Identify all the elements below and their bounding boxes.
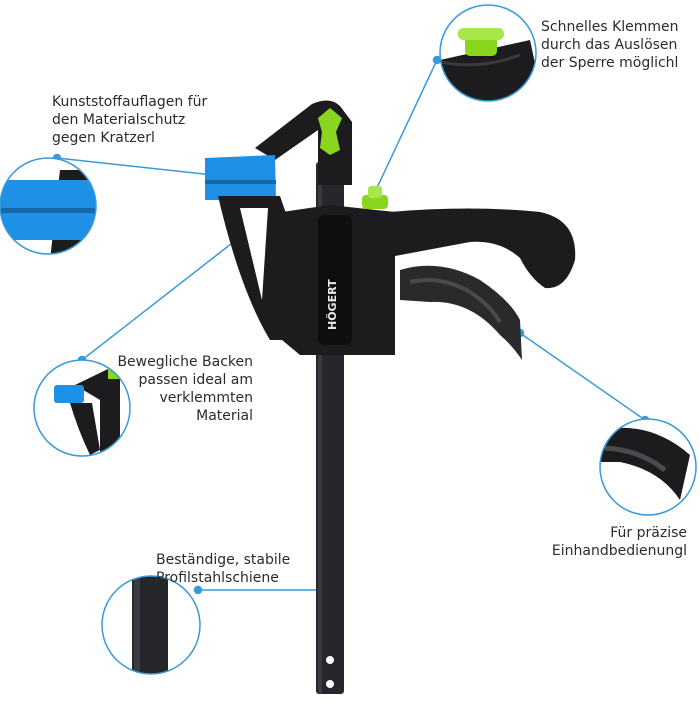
callout-steel-rail: Beständige, stabile Profilstahlschiene [156, 551, 290, 587]
trigger [400, 265, 522, 360]
handle [390, 208, 576, 289]
quick-release-line [374, 59, 438, 193]
callout-line: Bewegliche Backen [117, 354, 253, 370]
callout-plastic-pads: Kunststoffauflagen für den Materialschut… [52, 93, 207, 147]
blue-pad [205, 155, 276, 200]
jaw-pad-zoom-icon [0, 157, 97, 255]
brand-logo: HÖGERT [325, 279, 339, 330]
callout-line: Material [196, 408, 253, 424]
callout-line: Für präzise [610, 525, 687, 541]
callout-line: Kunststoffauflagen für [52, 94, 208, 110]
pads-line [56, 157, 214, 176]
trigger-zoom-icon [599, 418, 697, 516]
brand-plate [318, 215, 352, 345]
callout-line: der Sperre möglichl [541, 55, 679, 71]
quick-release-zoom-icon [439, 4, 537, 102]
callout-line: Schnelles Klemmen [541, 19, 679, 35]
wing-knob [318, 108, 342, 155]
trigger-line [519, 332, 646, 421]
callout-one-hand: Für präzise Einhandbedienungl [525, 524, 687, 560]
callout-quick-release: Schnelles Klemmen durch das Auslösen der… [541, 18, 679, 72]
callout-line: den Materialschutz [52, 112, 186, 128]
movable-jaw-zoom-icon [33, 359, 131, 457]
rail-zoom-icon [101, 575, 201, 675]
callout-line: Einhandbedienungl [551, 543, 687, 559]
callout-line: Profilstahlschiene [156, 570, 279, 586]
release-button [362, 195, 388, 209]
clamp: HÖGERT [205, 100, 576, 694]
callout-line: passen ideal am [138, 372, 253, 388]
callout-line: Beständige, stabile [156, 552, 291, 568]
callout-line: gegen Kratzerl [52, 130, 155, 146]
callout-line: verklemmten [159, 390, 253, 406]
callout-movable-jaws: Bewegliche Backen passen ideal am verkle… [108, 353, 253, 425]
movable-jaw [218, 196, 290, 340]
rail-hole [326, 680, 334, 688]
callout-line: durch das Auslösen [541, 37, 678, 53]
rail-hole [326, 656, 334, 664]
